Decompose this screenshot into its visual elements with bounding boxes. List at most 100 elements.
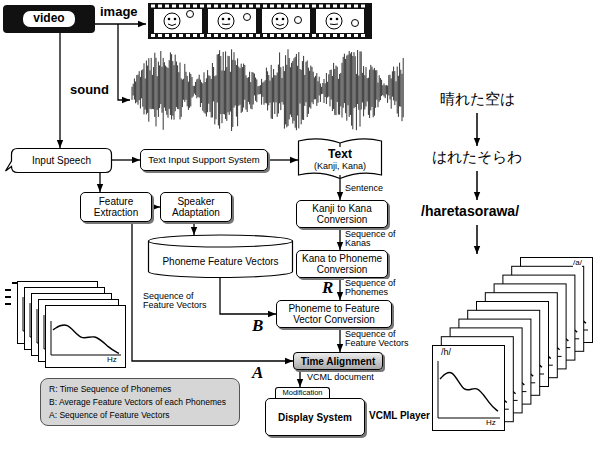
axis-label: Hz — [486, 419, 496, 427]
legend-entry: A: Sequence of Feature Vectors — [49, 409, 170, 422]
stack-marks — [5, 282, 18, 305]
cartoon-eye — [222, 18, 225, 21]
sprocket-hole — [333, 5, 337, 8]
process-box: Kana to Phoneme Conversion — [296, 250, 388, 278]
cartoon-mouth — [222, 24, 230, 26]
card-axes — [51, 321, 121, 355]
sprocket-hole — [270, 5, 274, 8]
node-text: Phoneme Feature Vectors — [162, 256, 278, 267]
legend-entry: R: Time Sequence of Phonemes — [49, 383, 171, 396]
cartoon-mouth — [168, 24, 176, 26]
sprocket-hole — [361, 5, 365, 8]
sprocket-hole — [312, 5, 316, 8]
cartoon-eye — [330, 18, 333, 21]
example-text: 晴れた空は — [440, 92, 515, 108]
cartoon-eye — [336, 18, 339, 21]
stack-mark — [5, 296, 11, 298]
phoneme-label: /h/ — [441, 348, 451, 357]
cartoon-eye — [168, 18, 171, 21]
example-text: はれたそらわ — [432, 150, 522, 166]
edge-label: VCML document — [306, 373, 375, 382]
sprocket-hole — [172, 5, 176, 8]
flow-arrow — [59, 33, 60, 148]
sprocket-hole — [193, 34, 197, 37]
example-arrow — [476, 113, 478, 146]
sprocket-hole — [172, 34, 176, 37]
spectrum-card — [433, 346, 505, 431]
spectrum-card — [46, 306, 126, 368]
flow-arrow — [152, 206, 160, 207]
flow-arrow — [112, 159, 140, 160]
sprocket-hole — [298, 5, 302, 8]
sprocket-hole — [256, 5, 260, 8]
player-label: VCML Player — [369, 411, 430, 422]
sprocket-hole — [179, 5, 183, 8]
film-frame — [208, 9, 256, 33]
cartoon-eye — [282, 18, 285, 21]
cartoon-hand — [295, 17, 302, 24]
sprocket-hole — [263, 34, 267, 37]
card-frame — [433, 346, 505, 431]
axis-label: Hz — [107, 356, 117, 364]
card-axes — [438, 361, 500, 418]
node-text: Text Input Support System — [148, 155, 259, 165]
cartoon-face — [272, 13, 288, 29]
sprocket-hole — [298, 34, 302, 37]
sprocket-hole — [179, 34, 183, 37]
edge-label: Sequence of Phonemes — [344, 279, 408, 298]
sprocket-hole — [326, 34, 330, 37]
sprocket-hole — [165, 5, 169, 8]
sprocket-hole — [165, 34, 169, 37]
sprocket-hole — [235, 34, 239, 37]
cartoon-face — [164, 13, 180, 29]
example-text: /haretasorawa/ — [421, 204, 519, 219]
spectrum-stack — [18, 282, 126, 368]
sprocket-hole — [235, 5, 239, 8]
edge-label: Sequence of Feature Vectors — [344, 330, 421, 349]
edge-label: Sequence of Kanas — [344, 230, 406, 249]
film-strip — [148, 3, 372, 39]
sprocket-hole — [291, 5, 295, 8]
sprocket-hole — [319, 5, 323, 8]
sprocket-hole — [151, 34, 155, 37]
sprocket-hole — [291, 34, 295, 37]
flow-arrow — [339, 179, 340, 200]
stack-mark — [5, 303, 11, 305]
node-text: Feature Extraction — [85, 196, 147, 218]
sprocket-hole — [277, 34, 281, 37]
node-text: Phoneme to Feature Vector Conversion — [281, 303, 387, 325]
sprocket-hole — [277, 5, 281, 8]
sprocket-hole — [256, 34, 260, 37]
sprocket-hole — [242, 34, 246, 37]
sprocket-hole — [347, 5, 351, 8]
film-frame — [154, 9, 202, 33]
branch-line — [118, 24, 130, 100]
sprocket-hole — [284, 34, 288, 37]
process-box: Feature Extraction — [80, 192, 152, 222]
sprocket-hole — [151, 5, 155, 8]
flow-arrow — [268, 159, 298, 160]
sprocket-hole — [228, 34, 232, 37]
node-text: video — [23, 11, 74, 26]
flow-arrow — [132, 222, 293, 361]
sprocket-hole — [326, 5, 330, 8]
node-text: Display System — [278, 412, 352, 423]
cartoon-mouth — [330, 24, 338, 26]
sprocket-hole — [207, 5, 211, 8]
sprocket-hole — [333, 34, 337, 37]
sound-waveform — [132, 49, 403, 131]
spectrum-stack — [433, 258, 593, 431]
symbol-letter: A — [252, 364, 263, 382]
flow-arrow — [193, 222, 194, 235]
sprocket-hole — [312, 34, 316, 37]
cartoon-mouth — [276, 24, 284, 26]
flow-arrow — [339, 228, 340, 250]
sprocket-hole — [228, 5, 232, 8]
node-text: Text — [328, 148, 352, 161]
document-book: Text(Kanji, Kana) — [298, 137, 382, 179]
process-box: Text Input Support System — [140, 149, 268, 171]
sprocket-hole — [242, 5, 246, 8]
